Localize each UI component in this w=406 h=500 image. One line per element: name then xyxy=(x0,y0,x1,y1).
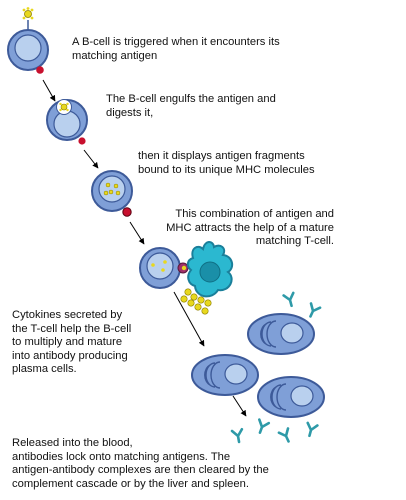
caption-line: antigen-antibody complexes are then clea… xyxy=(12,464,269,476)
caption-line: digests it, xyxy=(106,106,154,119)
caption-line: matching antigen xyxy=(72,49,158,62)
step-2-caption: The B-cell engulfs the antigen and diges… xyxy=(106,93,276,120)
caption-line: Released into the blood, xyxy=(12,437,133,449)
step-6-caption: Released into the blood, antibodies lock… xyxy=(12,437,269,491)
caption-line: the T-cell help the B-cell xyxy=(12,322,132,335)
b-cell-2 xyxy=(46,99,88,145)
antibody-icon xyxy=(277,427,295,445)
arrow-2 xyxy=(83,149,99,169)
caption-line: to multiply and mature xyxy=(12,336,123,348)
step-1-caption: A B-cell is triggered when it encounters… xyxy=(72,36,280,63)
caption-line: plasma cells. xyxy=(12,363,77,375)
mhc-complex xyxy=(177,262,189,274)
arrow-1 xyxy=(42,79,56,102)
caption-line: bound to its unique MHC molecules xyxy=(138,163,315,176)
antigen-icon xyxy=(22,7,34,20)
cytokines xyxy=(180,288,212,315)
plasma-cell-1 xyxy=(247,313,315,355)
b-cell-4 xyxy=(139,247,181,289)
engulfed-antigen-icon xyxy=(59,102,69,112)
antibody-icon xyxy=(282,291,298,309)
arrow-4 xyxy=(173,291,205,347)
step-5-caption: Cytokines secreted by the T-cell help th… xyxy=(12,309,131,377)
t-cell xyxy=(186,241,234,298)
step-4-caption: This combination of antigen and MHC attr… xyxy=(166,208,334,249)
arrow-5 xyxy=(232,395,247,417)
step-3-caption: then it displays antigen fragments bound… xyxy=(138,150,315,177)
caption-line: complement cascade or by the liver and s… xyxy=(12,477,249,490)
antibody-icon xyxy=(253,418,271,436)
caption-line: A B-cell is triggered when it encounters… xyxy=(72,36,280,48)
antibody-icon xyxy=(304,302,322,320)
b-cell-3 xyxy=(91,170,133,217)
receptor-icon xyxy=(36,66,44,74)
plasma-cell-3 xyxy=(257,376,325,418)
arrow-3 xyxy=(129,221,145,245)
b-cell-1 xyxy=(7,7,49,74)
plasma-cell-2 xyxy=(191,354,259,396)
caption-line: then it displays antigen fragments xyxy=(138,150,305,162)
caption-line: antibodies lock onto matching antigens. … xyxy=(12,450,231,463)
caption-line: matching T-cell. xyxy=(255,235,334,247)
caption-line: This combination of antigen and xyxy=(175,208,334,220)
antibody-icon xyxy=(303,421,319,439)
caption-line: Cytokines secreted by xyxy=(12,309,123,321)
caption-line: into antibody producing xyxy=(12,349,128,362)
caption-line: The B-cell engulfs the antigen and xyxy=(106,93,276,105)
caption-line: MHC attracts the help of a mature xyxy=(166,221,334,234)
